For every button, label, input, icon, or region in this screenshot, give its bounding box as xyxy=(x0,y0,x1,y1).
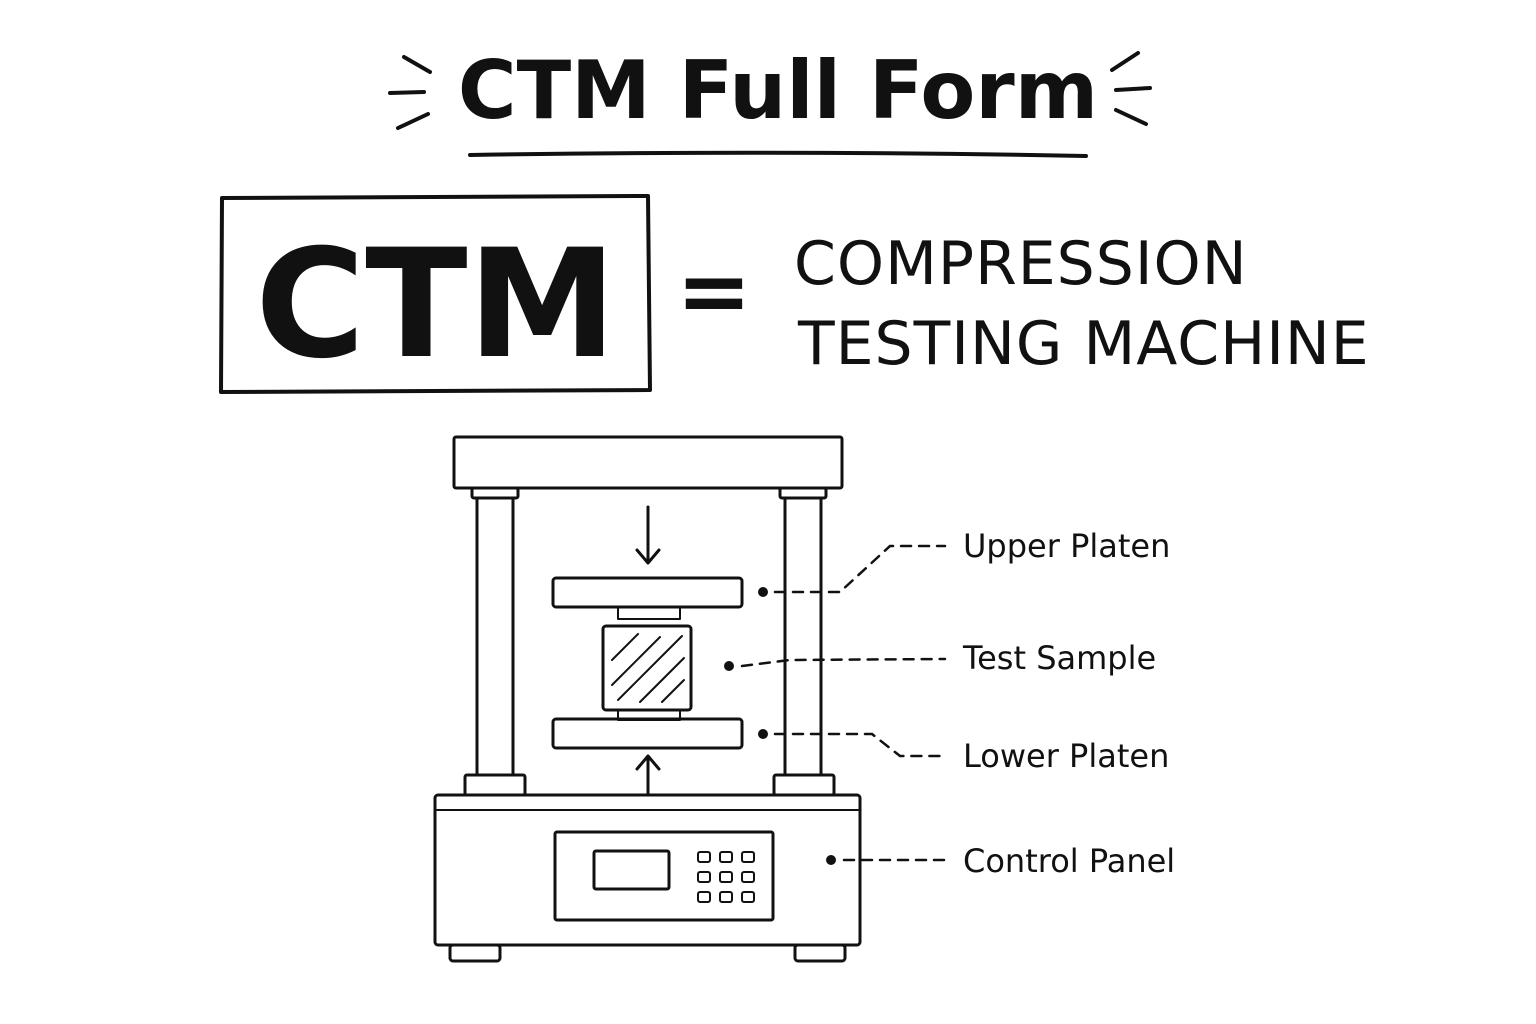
control-panel-frame xyxy=(553,830,775,922)
test-sample-hatching xyxy=(611,633,685,703)
right-column-base xyxy=(772,773,836,797)
keypad-key xyxy=(741,871,755,883)
upper-spacer xyxy=(617,606,681,620)
keypad-key xyxy=(719,871,733,883)
title-group: CTM Full Form xyxy=(388,44,1152,158)
title-accent-left xyxy=(388,55,432,130)
accent-stroke-right-mid xyxy=(1114,86,1152,92)
accent-stroke-right-bottom xyxy=(1114,108,1148,126)
full-form-line-2: TESTING MACHINE xyxy=(797,309,1370,379)
right-column xyxy=(772,486,836,797)
accent-stroke-left-top xyxy=(402,55,432,74)
top-crosshead xyxy=(452,435,844,490)
display-screen xyxy=(592,849,671,891)
control-panel xyxy=(553,830,775,922)
upper-platen xyxy=(551,576,744,609)
label-upper-platen: Upper Platen xyxy=(963,527,1170,565)
keypad-key xyxy=(697,851,711,863)
callouts: Upper Platen Test Sample Lower Platen Co… xyxy=(724,527,1175,880)
upper-platen-leader xyxy=(773,544,947,594)
machine-base xyxy=(433,793,862,947)
up-arrow-head xyxy=(635,754,661,771)
abbreviation-text: CTM xyxy=(255,218,617,392)
left-foot xyxy=(448,943,502,963)
left-column xyxy=(463,486,527,797)
test-sample-leader xyxy=(740,657,947,668)
left-column-base xyxy=(463,773,527,797)
keypad-key xyxy=(741,891,755,903)
abbreviation-group: CTM xyxy=(219,194,652,394)
lower-platen-marker xyxy=(758,729,768,739)
keypad-key xyxy=(741,851,755,863)
control-panel-marker xyxy=(826,855,836,865)
lower-platen xyxy=(551,717,744,750)
keypad-key xyxy=(719,851,733,863)
label-test-sample: Test Sample xyxy=(962,639,1156,677)
abbreviation-box xyxy=(219,194,652,394)
title-accent-right xyxy=(1110,51,1152,126)
right-foot xyxy=(793,943,847,963)
keypad xyxy=(697,851,755,903)
compression-machine xyxy=(433,435,862,963)
accent-stroke-left-mid xyxy=(388,90,426,95)
downward-force-arrow xyxy=(635,505,661,565)
test-sample-block xyxy=(601,624,693,712)
accent-stroke-right-top xyxy=(1110,51,1140,72)
left-column-shaft xyxy=(475,496,515,777)
full-form-group: COMPRESSION TESTING MACHINE xyxy=(794,229,1370,379)
label-control-panel: Control Panel xyxy=(963,842,1175,880)
label-lower-platen: Lower Platen xyxy=(963,737,1169,775)
upward-force-arrow xyxy=(635,754,661,797)
equals-sign: = xyxy=(676,239,751,344)
keypad-key xyxy=(719,891,733,903)
full-form-line-1: COMPRESSION xyxy=(794,229,1248,299)
lower-platen-leader xyxy=(773,732,947,758)
upper-platen-marker xyxy=(758,587,768,597)
title-underline xyxy=(468,150,1088,158)
test-sample xyxy=(601,624,693,712)
keypad-key xyxy=(697,871,711,883)
accent-stroke-left-bottom xyxy=(396,112,430,130)
page-title: CTM Full Form xyxy=(458,44,1098,137)
test-sample-marker xyxy=(724,661,734,671)
down-arrow-head xyxy=(635,548,661,565)
keypad-key xyxy=(697,891,711,903)
